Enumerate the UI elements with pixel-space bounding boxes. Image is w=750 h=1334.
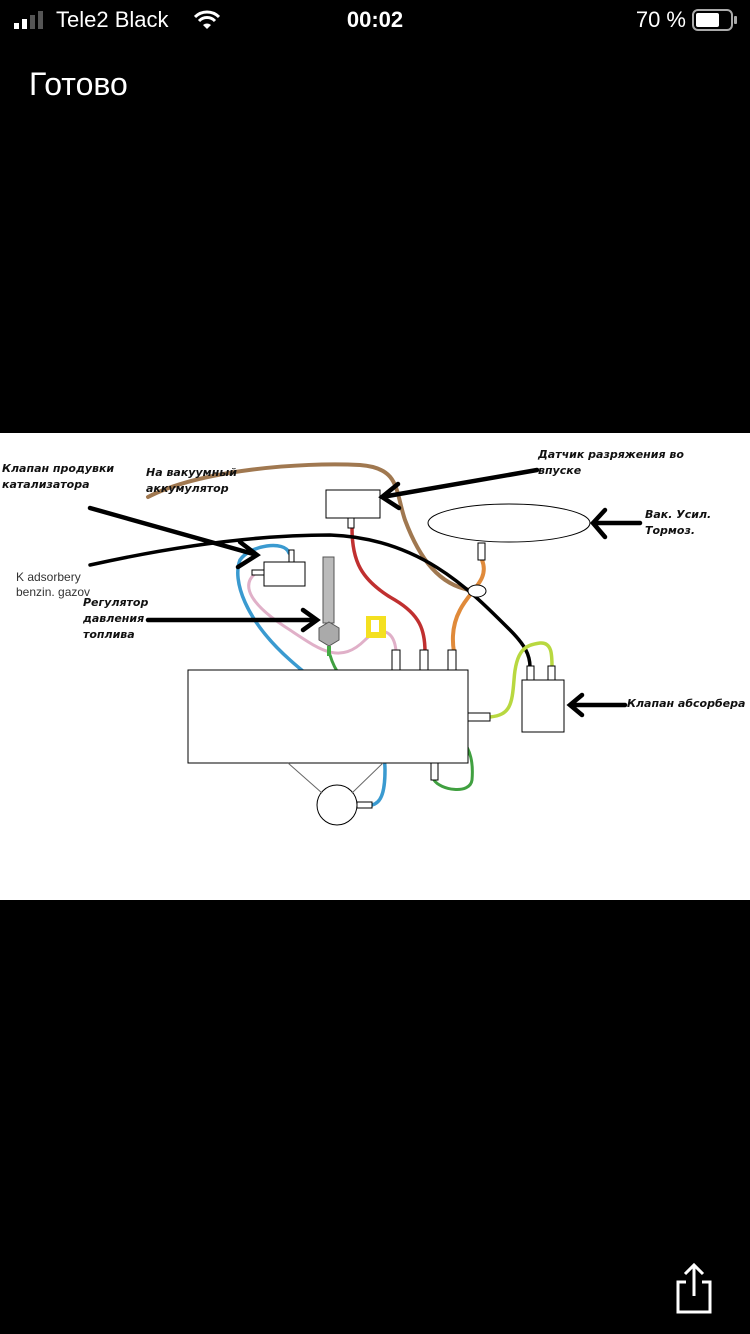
brown-hose	[146, 462, 472, 592]
lime-hose	[488, 641, 554, 719]
vacuum-hose-diagram	[87, 462, 643, 826]
orange-hose	[450, 558, 486, 654]
battery-percent: 70 %	[635, 7, 686, 32]
label-purge-valve: Клапан продувки катализатора	[2, 462, 115, 491]
black-hose	[88, 533, 532, 669]
wifi-icon	[194, 10, 220, 29]
carrier-name: Tele2 Black	[56, 7, 169, 32]
label-fuel-regulator: Регулятор давления топлива	[83, 596, 149, 641]
label-adsorber: K adsorbery benzin. gazov	[16, 570, 91, 599]
label-absorber-valve: Клапан абсорбера	[627, 697, 746, 710]
diagram-image[interactable]: Клапан продувки катализатора На вакуумны…	[0, 433, 750, 900]
label-vacuum-accumulator: На вакуумный аккумулятор	[146, 466, 237, 495]
label-map-sensor: Датчик разряжения во впуске	[538, 448, 684, 477]
signal-icon	[14, 11, 43, 29]
red-hose	[350, 526, 427, 654]
fuel-regulator	[322, 556, 335, 624]
brake-booster	[427, 503, 591, 543]
status-bar: Tele2 Black 00:02 70 %	[0, 0, 750, 40]
share-icon[interactable]	[672, 1262, 716, 1314]
arrow-booster	[589, 507, 643, 540]
arrow-regulator	[145, 607, 321, 633]
label-brake-booster: Вак. Усил. Тормоз.	[645, 508, 712, 537]
purge-valve-box	[263, 561, 306, 587]
absorber-valve-box	[521, 679, 565, 733]
map-sensor-box	[325, 489, 381, 519]
battery-icon	[692, 9, 737, 31]
arrow-purge	[87, 505, 261, 570]
pump-circle	[316, 784, 358, 826]
arrow-absorber	[566, 692, 628, 718]
engine-block	[187, 669, 469, 764]
clock: 00:02	[346, 7, 404, 32]
done-button[interactable]: Готово	[29, 66, 128, 102]
arrow-map	[378, 467, 540, 511]
